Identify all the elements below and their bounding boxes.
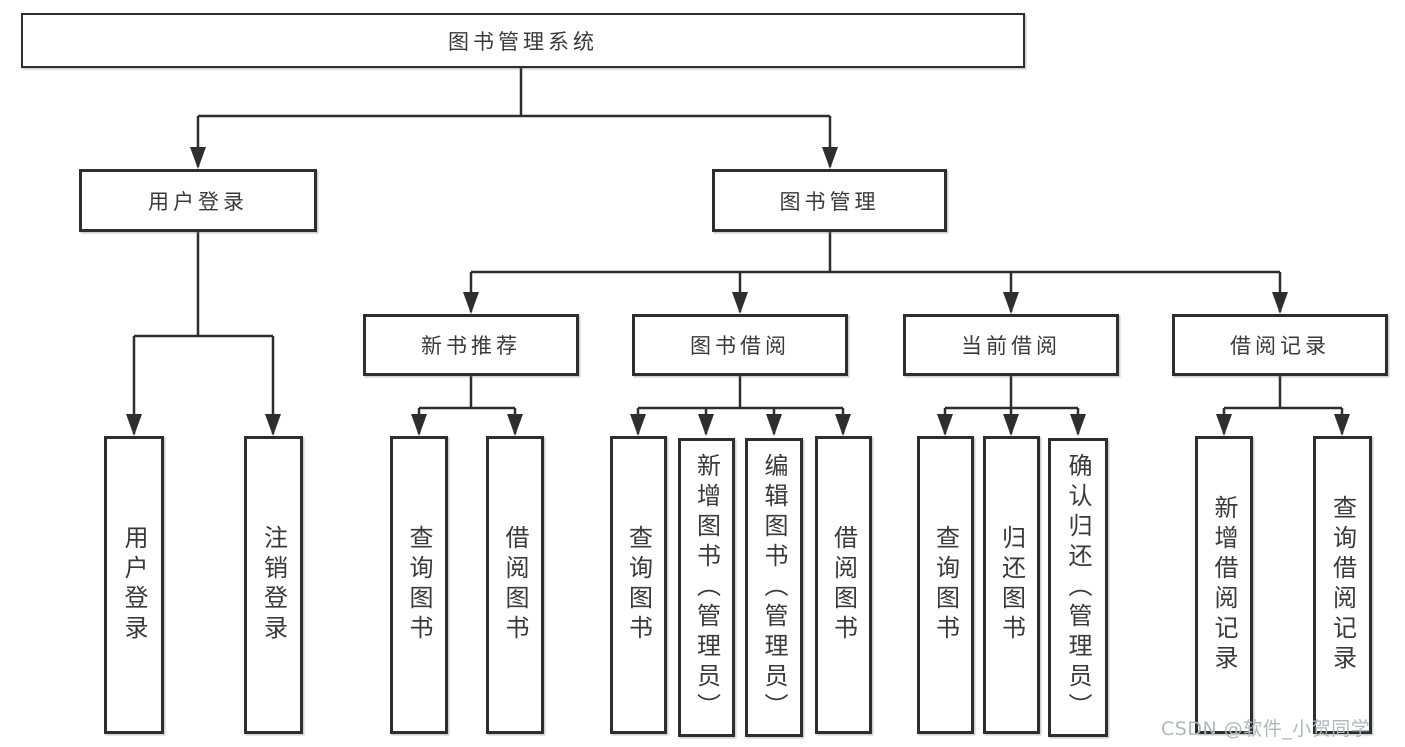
node-book-management: 图书管理 <box>712 169 947 232</box>
node-book-borrow: 图书借阅 <box>632 314 848 376</box>
leaf-add-book-admin: 新增图书（管理员） <box>678 438 735 737</box>
node-user-login: 用户登录 <box>79 169 317 232</box>
leaf-confirm-return-admin: 确认归还（管理员） <box>1048 438 1108 737</box>
leaf-query-borrow-record: 查询借阅记录 <box>1313 436 1372 734</box>
leaf-edit-book-admin: 编辑图书（管理员） <box>745 438 803 737</box>
node-borrow-records: 借阅记录 <box>1172 314 1388 376</box>
watermark-text: CSDN @软件_小贺同学 <box>1161 718 1371 740</box>
node-root: 图书管理系统 <box>21 13 1025 68</box>
node-new-book-recommend: 新书推荐 <box>363 314 579 376</box>
leaf-add-borrow-record: 新增借阅记录 <box>1195 436 1253 734</box>
leaf-borrow-books: 借阅图书 <box>815 436 872 734</box>
leaf-query-books-current: 查询图书 <box>917 436 974 734</box>
leaf-logout: 注销登录 <box>244 436 303 734</box>
leaf-query-books-recommend: 查询图书 <box>390 436 448 734</box>
leaf-return-book: 归还图书 <box>983 436 1040 734</box>
node-current-borrow: 当前借阅 <box>903 314 1119 376</box>
leaf-user-login: 用户登录 <box>104 436 164 734</box>
leaf-borrow-books-recommend: 借阅图书 <box>486 436 544 734</box>
leaf-query-books-borrow: 查询图书 <box>610 436 667 734</box>
